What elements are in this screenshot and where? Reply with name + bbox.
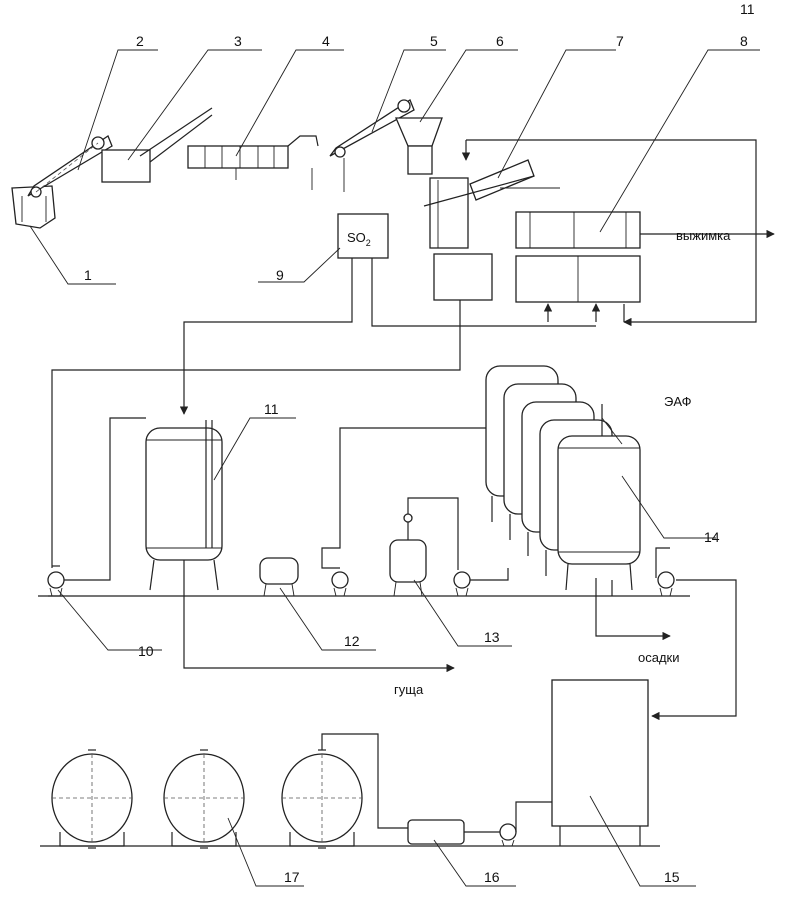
pipe-to-storage (321, 733, 408, 829)
dosing-pipe (407, 497, 459, 570)
filter-16 (407, 819, 500, 845)
label-13: 13 (484, 629, 500, 645)
osadki-outlet-arrow (595, 578, 671, 641)
gusha-outlet-arrow (183, 594, 455, 673)
inclined-conveyor-2 (27, 135, 113, 198)
leader-16 (433, 839, 516, 887)
label-2: 2 (136, 33, 144, 49)
juice-collector (433, 253, 493, 301)
leader-1 (29, 225, 116, 285)
label-8: 8 (740, 33, 748, 49)
leader-12 (279, 587, 376, 651)
leader-10 (57, 589, 162, 651)
so2-dosing-unit-9 (337, 213, 389, 259)
pump-bypass (655, 547, 670, 578)
leader-17 (227, 817, 304, 887)
gusha-label: гуща (394, 682, 424, 697)
leader-8 (599, 49, 760, 233)
storage-tank-17a (51, 749, 133, 849)
label-12: 12 (344, 633, 360, 649)
feed-pipe-11 (62, 417, 146, 581)
label-9: 9 (276, 267, 284, 283)
pump-10 (47, 565, 65, 597)
leader-13 (413, 579, 512, 647)
pump-c (657, 571, 675, 597)
storage-tank-17c (281, 749, 363, 849)
label-10: 10 (138, 643, 154, 659)
label-6: 6 (496, 33, 504, 49)
so2-line (179, 258, 353, 415)
label-17: 17 (284, 869, 300, 885)
leader-5 (371, 49, 446, 133)
recirculation-line (466, 139, 757, 327)
inspection-table-3 (101, 107, 213, 183)
clarification-unit-15 (551, 679, 649, 846)
osadki-label: осадки (638, 650, 680, 665)
pump-b (453, 571, 471, 597)
storage-tank-17b (163, 749, 245, 849)
label-11: 11 (264, 401, 279, 417)
vyzhimka-label: выжимка (676, 228, 731, 243)
tank-feed-pipe (470, 568, 509, 581)
leader-3 (127, 49, 262, 161)
crusher-hopper-6 (395, 117, 443, 175)
transfer-pipe (321, 427, 486, 569)
so2-label: SO2 (347, 230, 371, 248)
dosing-vessel-13 (389, 513, 427, 597)
label-3: 3 (234, 33, 242, 49)
eaf-label: ЭАФ (664, 394, 692, 409)
leader-6 (419, 49, 518, 123)
pipe-to-15 (651, 579, 737, 721)
leader-9 (258, 247, 341, 283)
tank-12 (259, 557, 299, 597)
washing-machine-4 (187, 135, 319, 190)
inclined-conveyor-5 (329, 99, 415, 192)
leader-11 (213, 417, 296, 481)
pump-a (331, 571, 349, 597)
juice-main-line (51, 300, 461, 568)
label-7: 7 (616, 33, 624, 49)
so2-line-to-press (371, 258, 596, 327)
label-1: 1 (84, 267, 92, 283)
pipe-from-15 (515, 801, 554, 832)
label-5: 5 (430, 33, 438, 49)
leader-2 (77, 49, 158, 171)
label-11-top: 11 (740, 1, 755, 17)
leader-15 (589, 795, 696, 887)
dejuicer-7 (423, 159, 560, 249)
pump-d (499, 823, 517, 847)
press-8 (515, 211, 660, 303)
fermentation-tank-battery-14 (485, 365, 641, 591)
leader-4 (235, 49, 344, 157)
label-16: 16 (484, 869, 500, 885)
leader-7 (497, 49, 616, 179)
leader-14 (621, 475, 716, 539)
label-15: 15 (664, 869, 680, 885)
label-14: 14 (704, 529, 720, 545)
settling-tank-11 (145, 420, 223, 594)
label-4: 4 (322, 33, 330, 49)
leader-eaf (601, 417, 623, 445)
